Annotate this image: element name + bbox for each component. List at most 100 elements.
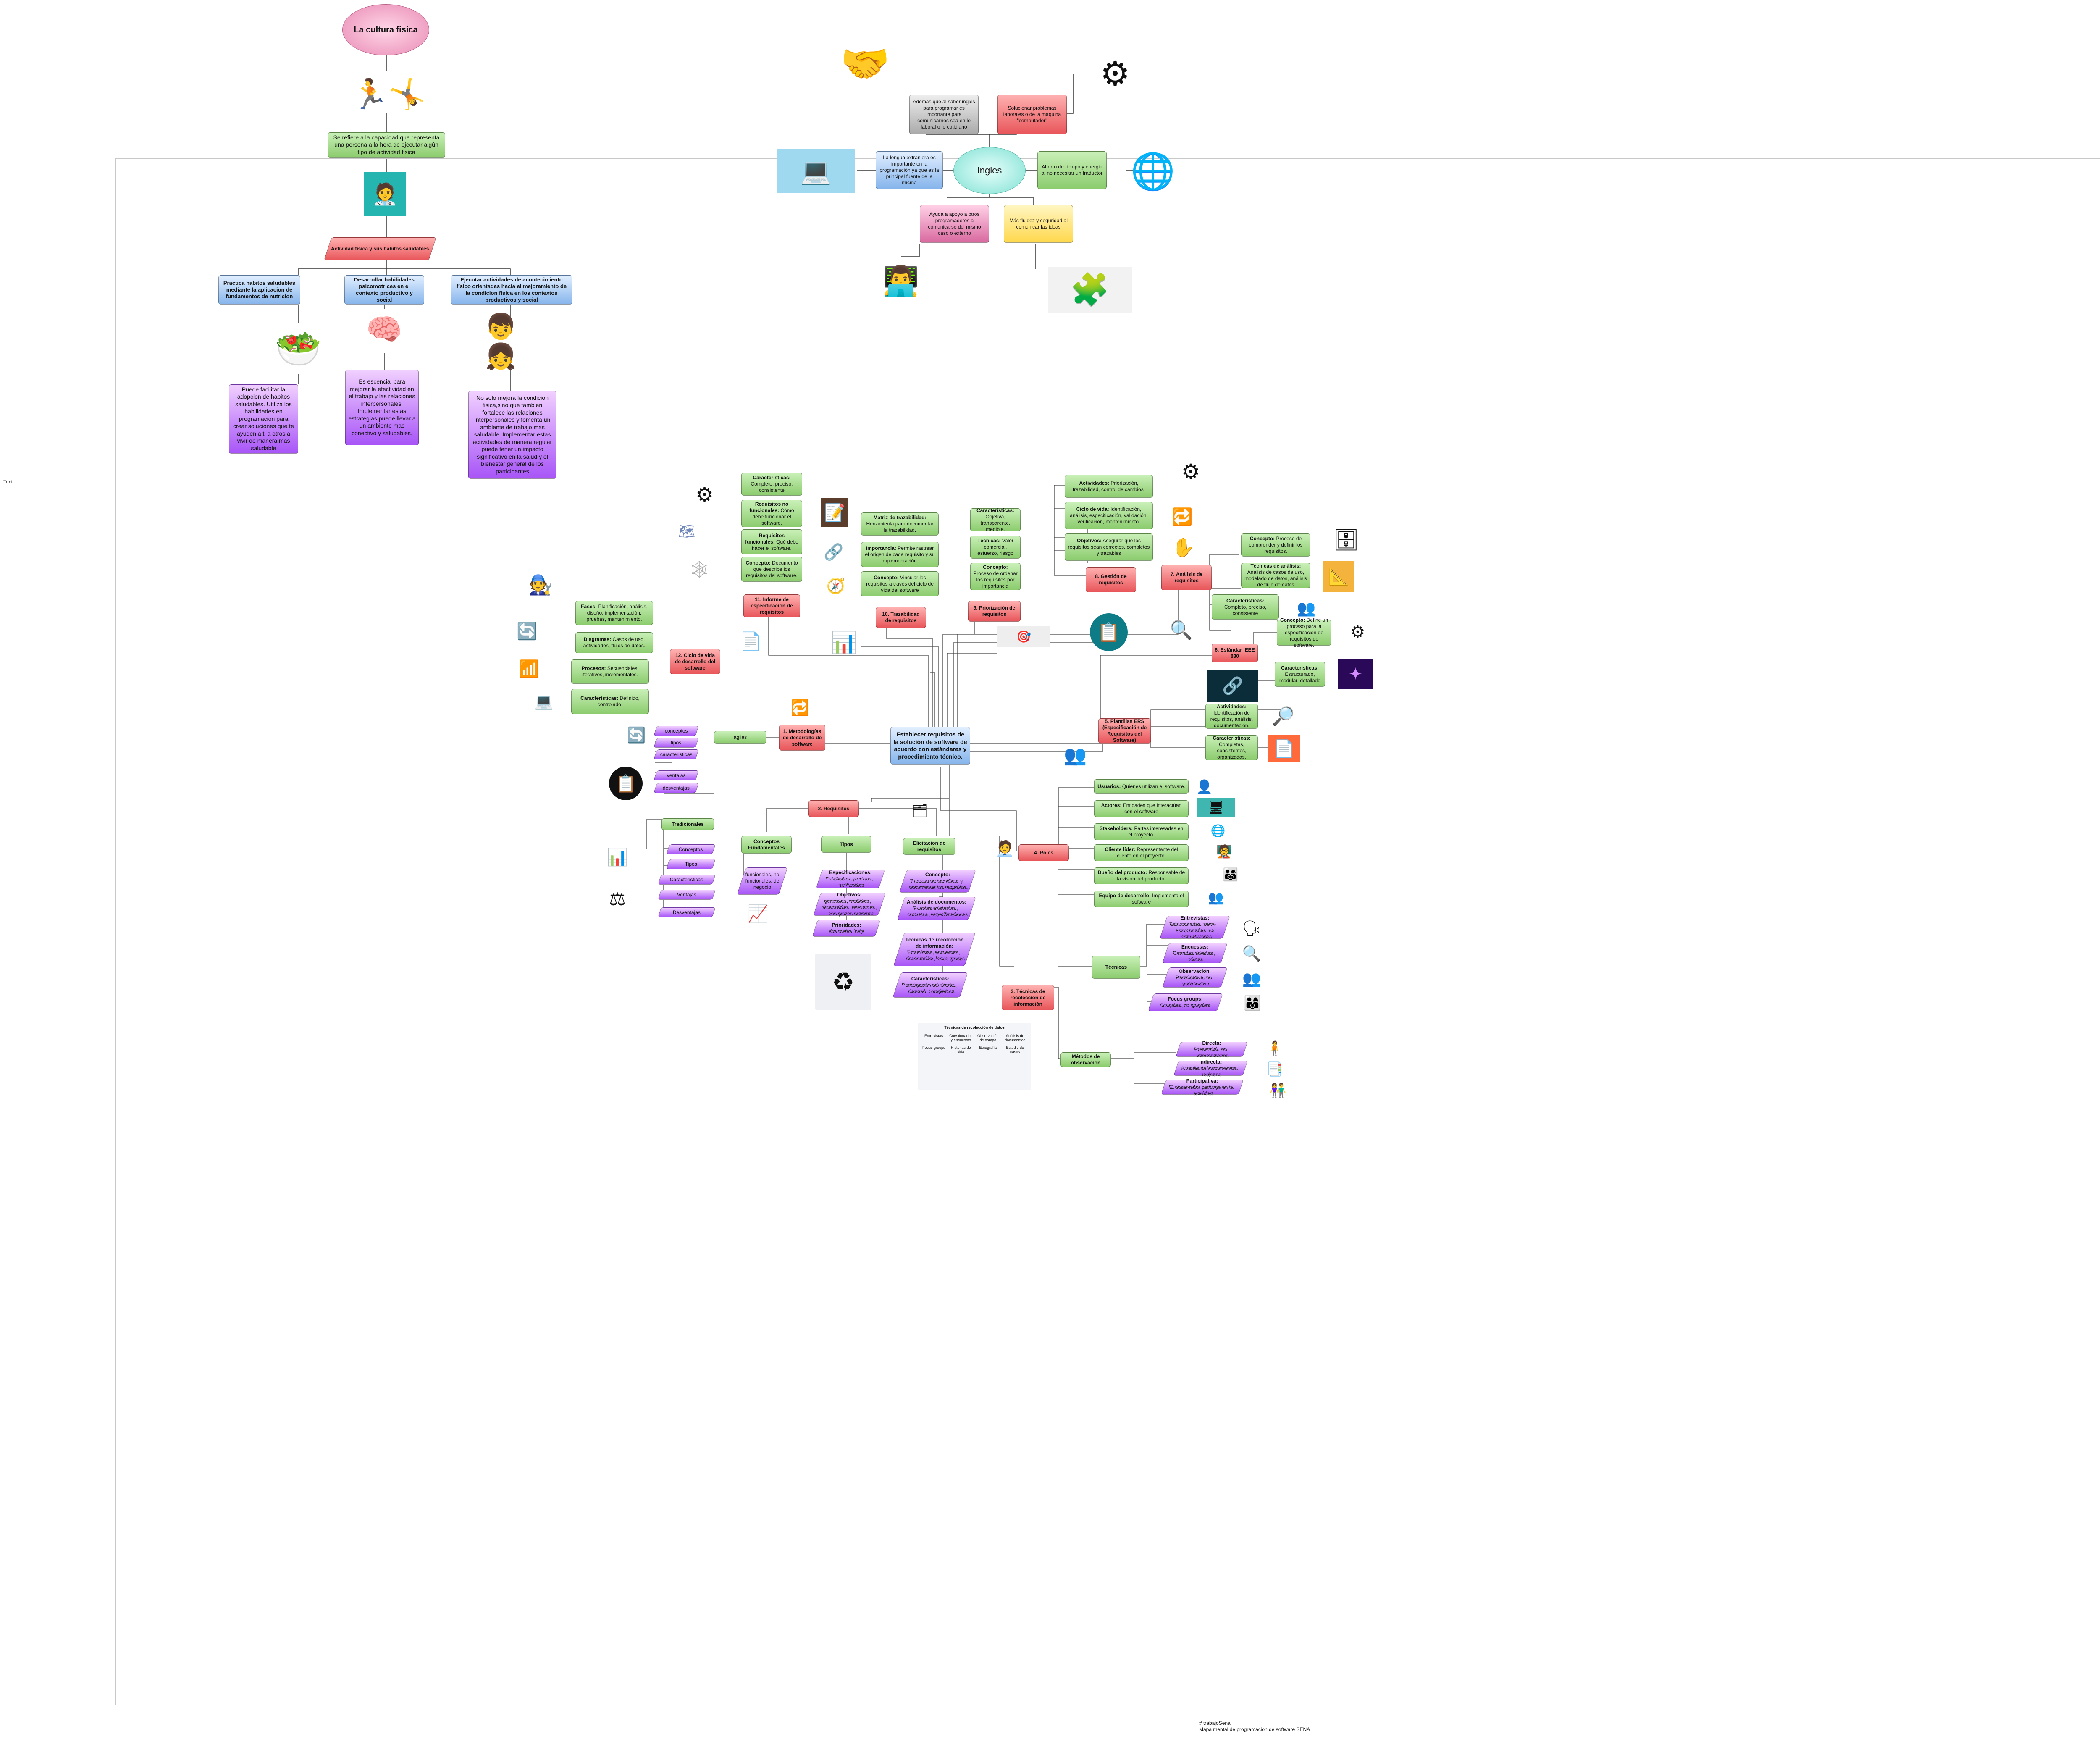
s9-item[interactable]: Técnicas: Valor comercial, esfuerzo, rie… [970,536,1021,559]
trad-item[interactable]: Ventajas [658,890,716,900]
s10-item[interactable]: Matriz de trazabilidad: Herramienta para… [861,512,939,536]
agile-item[interactable]: conceptos [654,726,699,736]
gear-warning-icon: ⚙ [1100,55,1130,92]
s4-title-node[interactable]: 4. Roles [1018,844,1069,861]
s2-elicitacion-item[interactable]: Características: Participación del clien… [892,972,968,998]
trad-item[interactable]: Conceptos [666,844,716,854]
s12-item[interactable]: Procesos: Secuenciales, iterativos, incr… [571,659,649,684]
s2-tipos-node[interactable]: Tipos [821,836,872,853]
s2-elicitacion-item[interactable]: Concepto: Proceso de identificar y docum… [899,870,976,893]
s1-tradicionales-node[interactable]: Tradicionales [662,818,714,830]
s3-tecnicas-item[interactable]: Observación: Participativa, no participa… [1162,967,1228,988]
culture-title-cloud[interactable]: La cultura fisica [342,4,429,55]
trad-item[interactable]: Desventajas [658,907,716,917]
s2-conceptos-node[interactable]: Conceptos Fundamentales [741,836,792,854]
ingles-ayuda-node[interactable]: Ayuda a apoyo a otros programadores a co… [920,205,989,243]
s8-item[interactable]: Objetivos: Asegurar que los requisitos s… [1065,533,1153,561]
s3-tecnicas-item[interactable]: Focus groups: Grupales, no grupales [1148,993,1223,1011]
s12-item[interactable]: Características: Definido, controlado. [571,689,649,714]
s12-item[interactable]: Fases: Planificación, análisis, diseño, … [575,601,653,625]
s12-item[interactable]: Diagramas: Casos de uso, actividades, fl… [575,632,653,653]
s10-item[interactable]: Concepto: Vincular los requisitos a trav… [861,571,939,596]
nutrition-text-node[interactable]: Puede facilitar la adopcion de habitos s… [229,384,298,454]
s10-item[interactable]: Importancia: Permite rastrear el origen … [861,542,939,567]
s11-title-node[interactable]: 11. Informe de especificación de requisi… [743,594,800,617]
s2-elicitacion-node[interactable]: Elicitacion de requisitos [903,838,956,855]
network-node-icon: ⚙ [1350,623,1365,641]
s7-title-node[interactable]: 7. Análisis de requisitos [1161,565,1212,590]
nutrition-node[interactable]: Practica habitos saludables mediante la … [218,275,300,305]
s9-title-node[interactable]: 9. Priorización de requisitos [968,601,1021,622]
s3-tecnicas-item[interactable]: Entrevistas: Estructuradas, semi-estruct… [1160,915,1230,940]
s11-item[interactable]: Concepto: Documento que describe los req… [741,557,802,582]
ingles-lengua-node[interactable]: La lengua extranjera es importante en la… [876,151,943,189]
s10-title-node[interactable]: 10. Trazabilidad de requisitos [876,607,926,628]
s3-metodos-item[interactable]: Directa: Presencial, sin intermediarios [1176,1040,1248,1059]
psychomotor-text-node[interactable]: Es escencial para mejorar la efectividad… [345,370,419,445]
s2-title-node[interactable]: 2. Requisitos [808,800,859,817]
ingles-fluidez-node[interactable]: Más fluidez y seguridad al comunicar las… [1004,205,1073,243]
s6-item[interactable]: Características: Estructurado, modular, … [1275,662,1325,687]
s9-item[interactable]: Concepto: Proceso de ordenar los requisi… [970,563,1021,590]
trad-item[interactable]: Caracteristicas [658,875,716,885]
s2-tipos-item[interactable]: Prioridades: alta media, baja [812,920,881,937]
s3-metodos-item[interactable]: Indirecta: A través de instrumentos, reg… [1173,1059,1248,1077]
software-center-node[interactable]: Establecer requisitos de la solución de … [890,727,970,765]
s4-role-item[interactable]: Dueño del producto: Responsable de la vi… [1094,867,1189,884]
s4-role-item[interactable]: Usuarios: Quienes utilizan el software. [1094,779,1189,794]
ingles-center-cloud[interactable]: Ingles [953,147,1026,194]
culture-definition-node[interactable]: Se refiere a la capacidad que representa… [328,132,445,158]
s2-conceptos-text-node[interactable]: funcionales, no funcionales, de negocio [737,867,788,895]
s12-title-node[interactable]: 12. Ciclo de vida de desarrollo del soft… [670,649,720,674]
s4-role-item[interactable]: Equipo de desarrollo: Implementa el soft… [1094,891,1189,907]
s3-tecnicas-item[interactable]: Encuestas: Cerradas abiertas, mixtas [1162,943,1228,963]
physical-text-node[interactable]: No solo mejora la condicion fisica,sino … [468,391,556,479]
activity-node[interactable]: Actividad fisica y sus habitos saludable… [324,237,436,260]
s3-title-node[interactable]: 3. Técnicas de recolección de informació… [1002,985,1054,1010]
agile-item[interactable]: ventajas [654,770,699,780]
s2-tipos-item[interactable]: Especificaciones: Detalladas, precisas, … [816,870,885,888]
s3-metodos-node[interactable]: Métodos de observación [1060,1052,1111,1067]
s7-item[interactable]: Características: Completo, preciso, cons… [1212,594,1279,620]
agile-item[interactable]: desventajas [654,783,699,793]
agile-cycle-icon: 🔄 [627,726,646,744]
s11-item[interactable]: Características: Completo, preciso, cons… [741,473,802,496]
s11-item[interactable]: Requisitos funcionales: Qué debe hacer e… [741,529,802,554]
s3-tecnicas-node[interactable]: Técnicas [1092,956,1140,979]
s7-item[interactable]: Concepto: Proceso de comprender y defini… [1241,533,1310,557]
s9-item[interactable]: Características: Objetiva, transparente,… [970,507,1021,532]
s1-agiles-node[interactable]: agiles [714,731,766,744]
lifecycle-gears-icon: 🔁 [1172,507,1193,526]
s8-item[interactable]: Ciclo de vida: Identificación, análisis,… [1065,502,1153,529]
s4-role-item[interactable]: Actores: Entidades que interactúan con e… [1094,800,1189,817]
trad-item[interactable]: Tipos [666,859,716,869]
ingles-adicion-node[interactable]: Además que al saber ingles para programa… [909,95,979,134]
data-techniques-title: Técnicas de recolección de datos [944,1025,1005,1030]
ingles-solucionar-node[interactable]: Solucionar problemas laborales o de la m… [998,95,1067,134]
workflow-icon: 🧭 [826,577,845,594]
s7-item[interactable]: Técnicas de análisis: Análisis de casos … [1241,563,1310,588]
physical-activity-node[interactable]: Ejecutar actividades de acontecimiento f… [451,275,572,305]
ingles-ahorro-node[interactable]: Ahorro de tiempo y energia al no necesit… [1037,151,1107,189]
s11-item[interactable]: Requisitos no funcionales: Cómo debe fun… [741,500,802,527]
s2-elicitacion-item[interactable]: Técnicas de recolección de información: … [893,933,976,966]
agile-item[interactable]: tipos [654,738,699,748]
s4-role-item[interactable]: Cliente líder: Representante del cliente… [1094,844,1189,861]
s1-title-node[interactable]: 1. Metodologías de desarrollo de softwar… [779,725,825,751]
s8-item[interactable]: Actividades: Priorización, trazabilidad,… [1065,475,1153,498]
s5-item[interactable]: Características: Completas, consistentes… [1205,735,1258,760]
s6-item[interactable]: Concepto: Define un proceso para la espe… [1277,617,1331,648]
s4-role-item[interactable]: Stakeholders: Partes interesadas en el p… [1094,823,1189,840]
s5-title-node[interactable]: 5. Plantillas ERS (Especificación de Req… [1098,718,1151,744]
s2-tipos-item[interactable]: Objetivos: generales, medibles, alcanzab… [813,892,886,917]
s6-title-node[interactable]: 6. Estándar IEEE 830 [1212,644,1258,662]
s2-elicitacion-item[interactable]: Análisis de documentos: Fuentes existent… [897,897,976,920]
s3-metodos-item[interactable]: Participativa: El observador participa e… [1161,1078,1244,1096]
health-people-icon: 🧑‍⚕️ [364,172,406,216]
phases-diagram-icon: 🔄 [517,622,538,641]
agile-item[interactable]: caracteristicas [654,749,699,759]
s5-item[interactable]: Actividades: Identificación de requisito… [1205,704,1258,729]
s8-title-node[interactable]: 8. Gestión de requisitos [1086,567,1136,592]
psychomotor-node[interactable]: Desarrollar habilidades psicomotrices en… [344,275,424,305]
technique-label: Análisis de documentos [1005,1034,1026,1042]
